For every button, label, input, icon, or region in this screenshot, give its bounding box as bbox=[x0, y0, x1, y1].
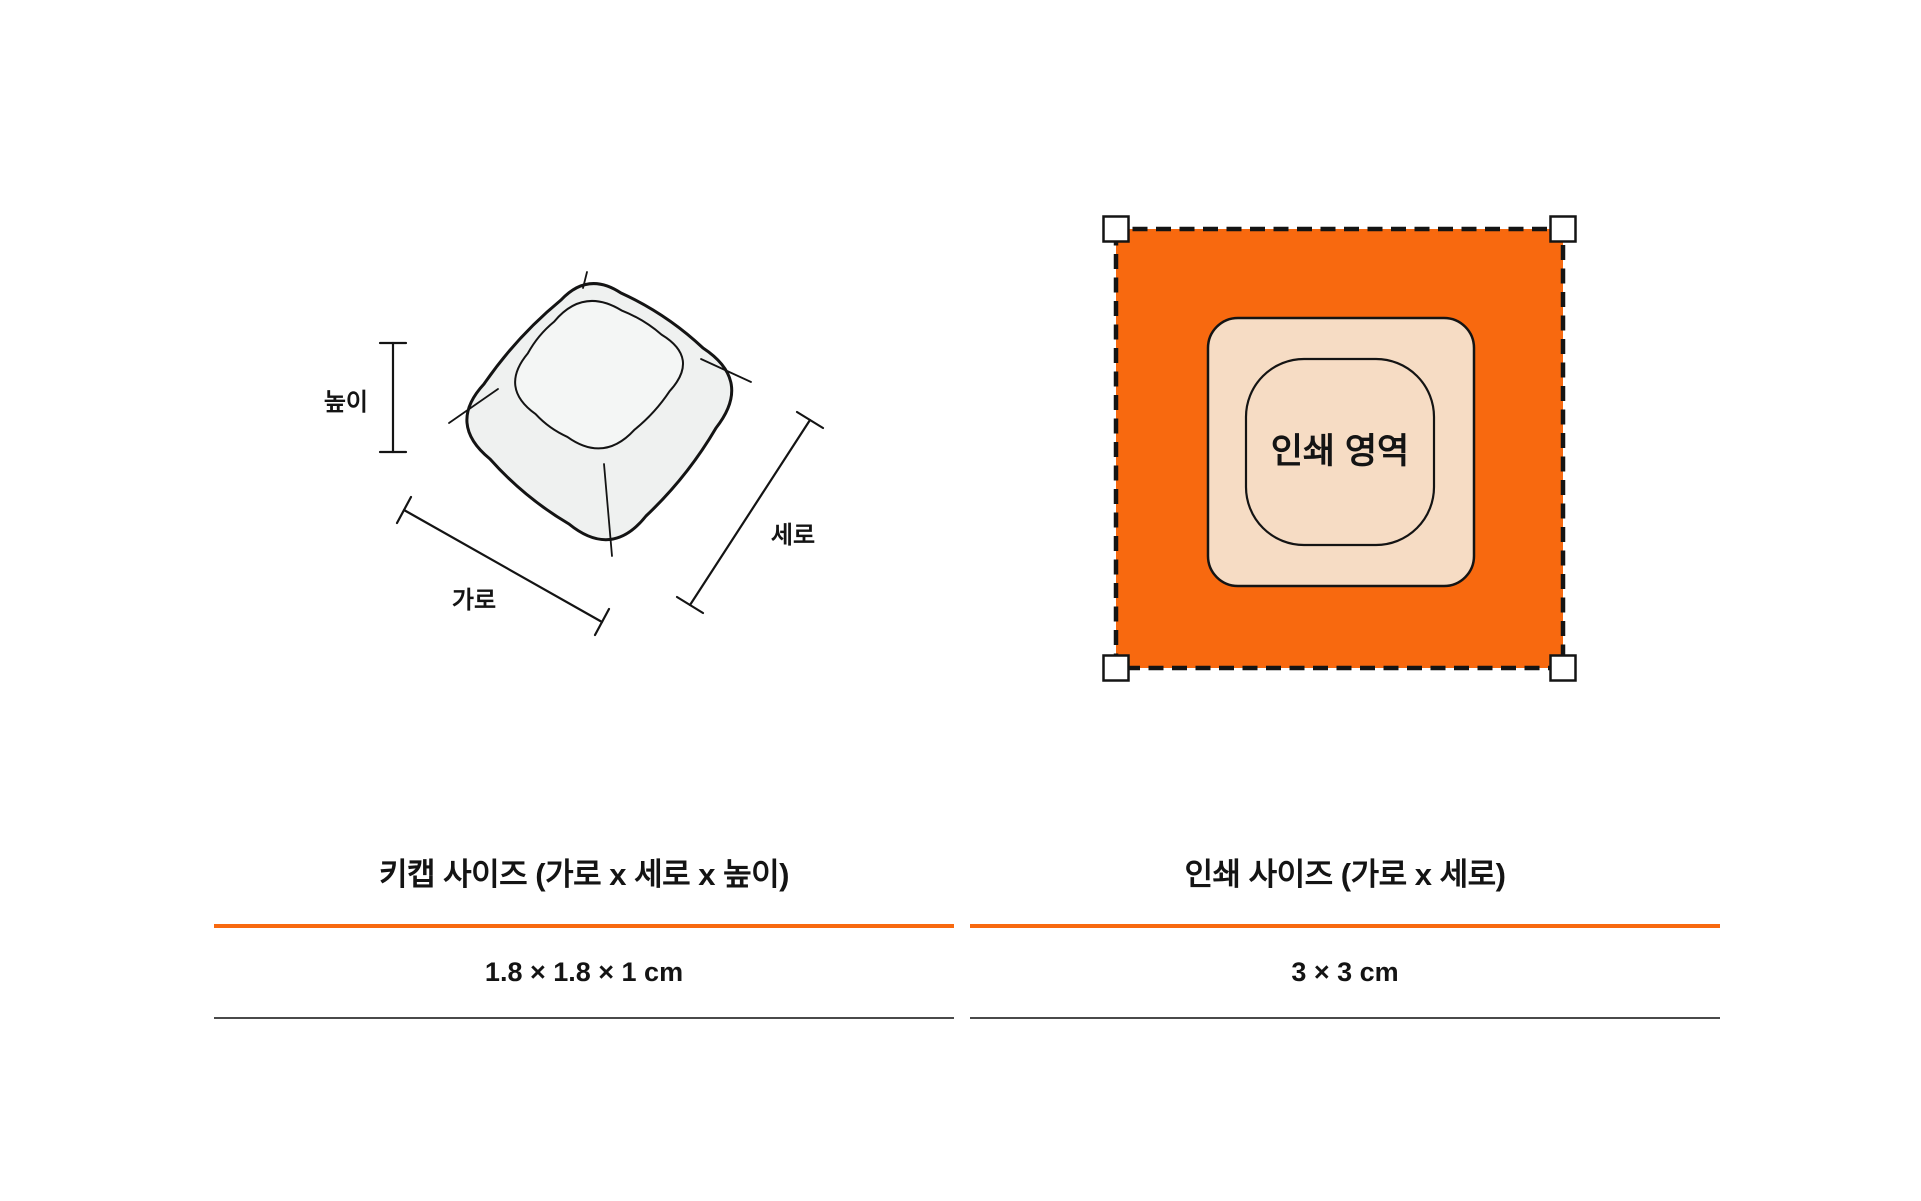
depth-dimension-line bbox=[675, 410, 825, 615]
print-size-accent-rule bbox=[970, 924, 1720, 928]
keycap-size-spec: 키캡 사이즈 (가로 x 세로 x 높이) 1.8 × 1.8 × 1 cm bbox=[214, 850, 954, 1025]
selection-handles bbox=[1102, 215, 1577, 682]
keycap-size-bottom-rule bbox=[214, 1017, 954, 1019]
print-size-header: 인쇄 사이즈 (가로 x 세로) bbox=[1184, 857, 1506, 892]
print-area-outline bbox=[1244, 357, 1436, 547]
corner-handle-top-right bbox=[1549, 215, 1577, 243]
print-area-figure: 인쇄 영역 bbox=[1102, 215, 1577, 682]
keycap-size-accent-rule bbox=[214, 924, 954, 928]
print-size-spec: 인쇄 사이즈 (가로 x 세로) 3 × 3 cm bbox=[970, 850, 1720, 1025]
keycap-bevel-edges bbox=[448, 271, 752, 557]
corner-handle-bottom-right bbox=[1549, 654, 1577, 682]
height-label: 높이 bbox=[324, 389, 368, 416]
print-area-label: 인쇄 영역 bbox=[1271, 432, 1410, 471]
corner-handle-bottom-left bbox=[1102, 654, 1130, 682]
print-size-bottom-rule bbox=[970, 1017, 1720, 1019]
height-dimension-line bbox=[378, 341, 408, 454]
keycap-top-face bbox=[514, 299, 685, 450]
width-dimension-line bbox=[395, 495, 611, 637]
depth-label: 세로 bbox=[771, 522, 815, 549]
keycap-figure: 높이 가로 세로 bbox=[324, 271, 825, 637]
keycap-size-value: 1.8 × 1.8 × 1 cm bbox=[484, 957, 684, 987]
print-safe-zone bbox=[1206, 316, 1476, 588]
width-label: 가로 bbox=[452, 587, 496, 614]
corner-handle-top-left bbox=[1102, 215, 1130, 243]
print-size-value: 3 × 3 cm bbox=[1291, 957, 1399, 987]
keycap-size-header: 키캡 사이즈 (가로 x 세로 x 높이) bbox=[378, 857, 790, 892]
